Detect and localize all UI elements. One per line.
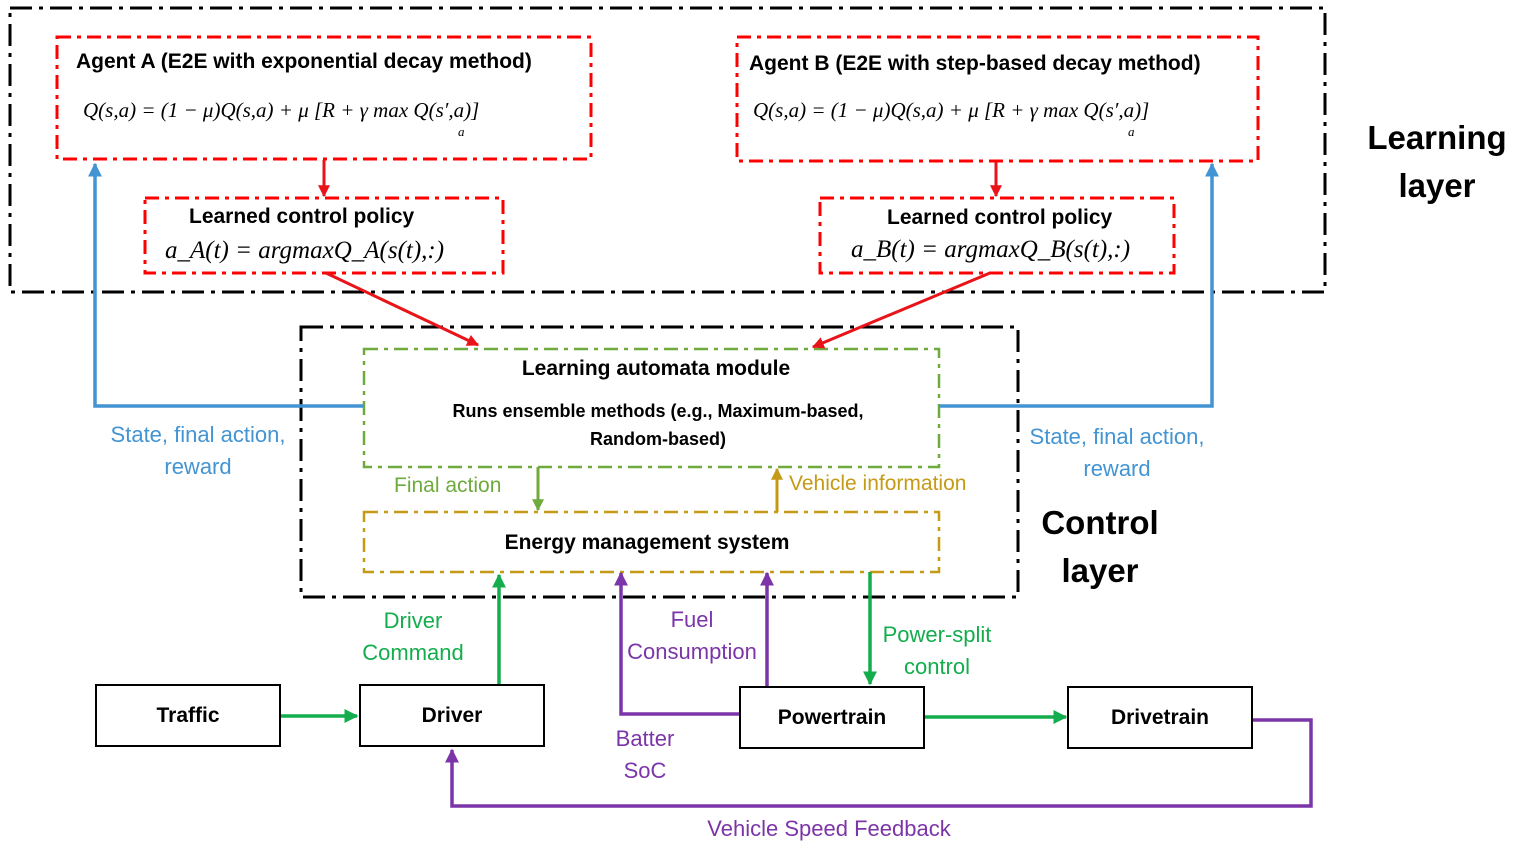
driver-label: Driver — [421, 703, 483, 727]
learning-layer-frame — [8, 6, 1327, 294]
agent-b-title: Agent B (E2E with step-based decay metho… — [749, 52, 1201, 75]
speed-feedback-label: Vehicle Speed Feedback — [707, 816, 951, 841]
arrow-policy-b-to-automata — [811, 271, 991, 349]
ems-box — [362, 510, 941, 574]
ems-title: Energy management system — [504, 531, 790, 554]
policy-b-title: Learned control policy — [887, 206, 1113, 229]
final-action-label: Final action — [394, 474, 502, 497]
driver-command-label: Driver Command — [362, 608, 464, 665]
policy-a-box — [143, 196, 505, 275]
learning-layer-label: Learning layer — [1367, 119, 1507, 204]
control-layer-label: Control layer — [1041, 504, 1159, 589]
agent-b-equation-subscript: a — [1128, 124, 1135, 139]
policy-a-equation: a_A(t) = argmaxQ_A(s(t),:) — [165, 237, 445, 264]
driver-block: Driver — [359, 684, 545, 747]
arrow-policy-a-to-automata — [325, 271, 480, 347]
arrow-battery-soc — [614, 571, 739, 716]
policy-b-equation: a_B(t) = argmaxQ_B(s(t),:) — [851, 236, 1131, 263]
powertrain-label: Powertrain — [777, 705, 887, 729]
policy-a-title: Learned control policy — [189, 205, 415, 228]
agent-a-title: Agent A (E2E with exponential decay meth… — [76, 50, 532, 73]
drivetrain-label: Drivetrain — [1110, 705, 1210, 729]
powertrain-block: Powertrain — [739, 686, 925, 749]
arrow-state-to-agent-a — [88, 162, 364, 408]
control-layer-frame — [299, 325, 1020, 599]
arrow-state-to-agent-b — [939, 162, 1219, 408]
state-label-right: State, final action, reward — [1029, 424, 1205, 481]
policy-b-box — [818, 196, 1176, 275]
agent-b-equation: Q(s,a) = (1 − μ)Q(s,a) + μ [R + γ max Q(… — [753, 98, 1150, 122]
drivetrain-block: Drivetrain — [1067, 686, 1253, 749]
power-split-label: Power-split control — [882, 622, 992, 679]
fuel-consumption-label: Fuel Consumption — [627, 607, 757, 664]
agent-b-box — [735, 35, 1260, 163]
agent-a-equation-subscript: a — [458, 124, 465, 139]
battery-soc-label: Batter SoC — [615, 726, 675, 783]
vehicle-information-label: Vehicle information — [789, 472, 967, 495]
state-label-left: State, final action, reward — [110, 422, 286, 479]
automata-title: Learning automata module — [521, 357, 791, 380]
agent-a-equation: Q(s,a) = (1 − μ)Q(s,a) + μ [R + γ max Q(… — [83, 98, 480, 122]
automata-subtitle: Runs ensemble methods (e.g., Maximum-bas… — [452, 401, 864, 449]
traffic-label: Traffic — [156, 703, 220, 727]
agent-a-box — [55, 35, 593, 161]
arrow-speed-feedback — [445, 718, 1313, 808]
automata-box — [362, 347, 941, 469]
traffic-block: Traffic — [95, 684, 281, 747]
